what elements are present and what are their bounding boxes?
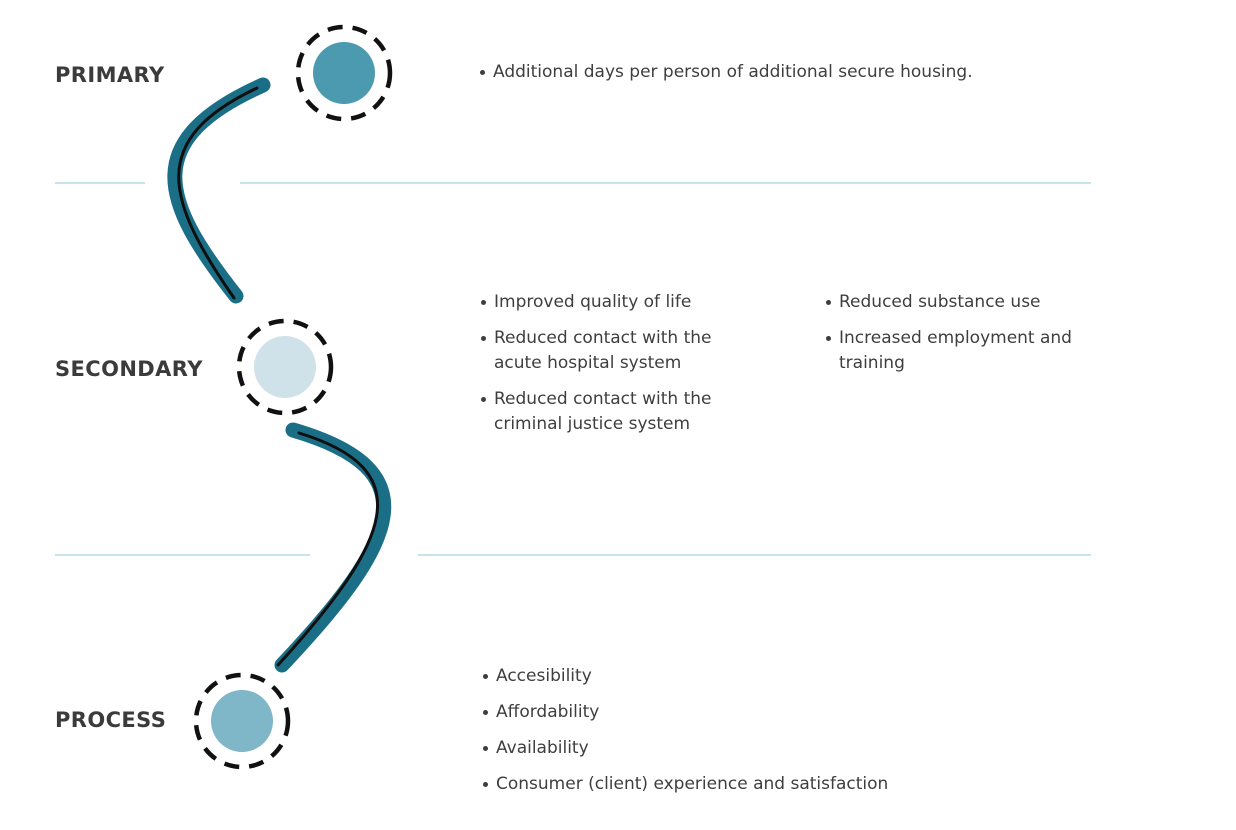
secondary-outcome-item: Reduced substance use bbox=[824, 290, 1084, 315]
process-outcome-item: Availability bbox=[481, 736, 1121, 761]
secondary-label: SECONDARY bbox=[55, 357, 203, 381]
primary-marker bbox=[295, 24, 393, 122]
process-dot bbox=[211, 690, 273, 752]
primary-outcomes-list: Additional days per person of additional… bbox=[478, 60, 1118, 85]
secondary-marker bbox=[236, 318, 334, 416]
primary-label: PRIMARY bbox=[55, 63, 165, 87]
secondary-outcome-item: Reduced contact with the acute hospital … bbox=[479, 326, 759, 376]
process-outcome-item: Affordability bbox=[481, 700, 1121, 725]
connector-path-upper bbox=[167, 77, 271, 304]
process-outcomes-list: Accesibility Affordability Availability … bbox=[481, 664, 1121, 797]
primary-outcome-item: Additional days per person of additional… bbox=[478, 60, 1118, 85]
secondary-outcome-item: Increased employment and training bbox=[824, 326, 1084, 376]
process-outcome-item: Consumer (client) experience and satisfa… bbox=[481, 772, 1121, 797]
process-label: PROCESS bbox=[55, 708, 167, 732]
secondary-outcomes-list-right: Reduced substance use Increased employme… bbox=[824, 290, 1084, 376]
secondary-dashed-ring bbox=[236, 318, 334, 416]
primary-dot bbox=[313, 42, 375, 104]
primary-dashed-ring bbox=[295, 24, 393, 122]
secondary-dot bbox=[254, 336, 316, 398]
process-dashed-ring bbox=[193, 672, 291, 770]
secondary-outcomes-list-left: Improved quality of life Reduced contact… bbox=[479, 290, 759, 437]
process-outcome-item: Accesibility bbox=[481, 664, 1121, 689]
process-marker bbox=[193, 672, 291, 770]
secondary-outcome-item: Improved quality of life bbox=[479, 290, 759, 315]
secondary-outcome-item: Reduced contact with the criminal justic… bbox=[479, 387, 759, 437]
connector-path-lower bbox=[274, 422, 392, 673]
